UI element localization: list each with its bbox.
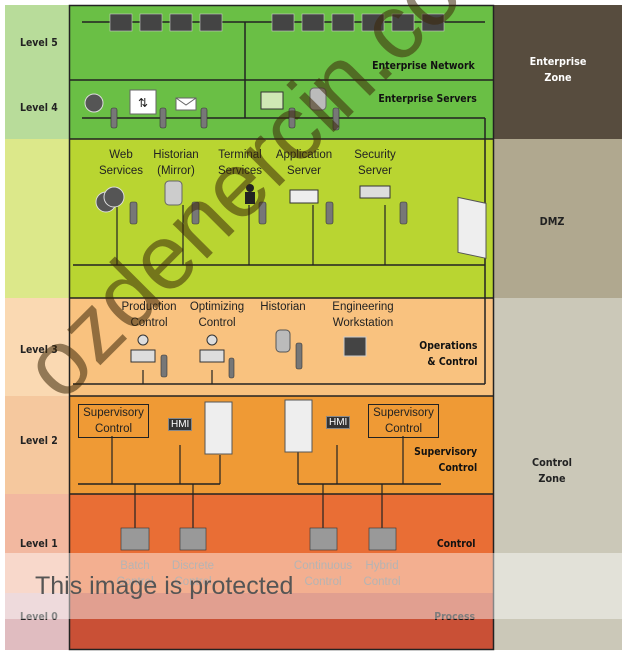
label-line: Control — [438, 461, 477, 474]
label-line: Control — [363, 576, 401, 588]
control-zone — [494, 298, 622, 650]
level-3-label: Level 3 — [20, 343, 58, 356]
level-4-label: Level 4 — [20, 101, 58, 114]
protection-overlay — [5, 553, 622, 619]
level-1-label: Level 1 — [20, 537, 58, 550]
historian-mirror-label: Historian (Mirror) — [153, 147, 198, 179]
operations-device-icons — [130, 329, 367, 363]
label-line: Control — [304, 576, 342, 588]
level-2-label: Level 2 — [20, 434, 58, 447]
controller-icons — [120, 527, 397, 551]
dmz-band — [69, 139, 494, 298]
level0-band — [69, 593, 494, 650]
level-column-l3 — [5, 298, 69, 396]
label-line: Hybrid — [365, 560, 399, 572]
label-line: Services — [217, 165, 263, 177]
process-label: Process — [434, 610, 475, 623]
label-line: Control — [130, 317, 168, 329]
label-line: Production — [121, 301, 177, 313]
dmz-device-icons — [95, 180, 487, 259]
connector-icons — [110, 107, 408, 379]
label-line: Server — [358, 165, 392, 177]
label-line: Control — [94, 423, 133, 435]
enterprise-servers-label: Enterprise Servers — [378, 92, 477, 105]
historian-label: Historian — [260, 301, 306, 313]
label-line: Terminal — [218, 149, 262, 161]
level-5-label: Level 5 — [20, 36, 58, 49]
label-line: Historian — [153, 149, 199, 161]
label-line: Control — [384, 423, 423, 435]
control-label: Control — [436, 537, 475, 550]
level2-band — [69, 396, 494, 494]
label-line: Server — [287, 165, 321, 177]
protected-notice: This image is protected — [35, 572, 294, 600]
label-line: Batch — [120, 560, 150, 572]
dmz-zone — [494, 139, 622, 298]
label-line: Security — [354, 149, 396, 161]
label-line: Workstation — [332, 317, 394, 329]
workstation-icons — [109, 13, 445, 32]
label-line: Application — [275, 149, 333, 161]
operations-control-label: Operations & Control — [419, 338, 477, 370]
label-line: Optimizing — [189, 301, 245, 313]
label-line: Control — [174, 576, 212, 588]
level-column-l1 — [5, 494, 69, 593]
svg-text:⇅: ⇅ — [138, 96, 148, 110]
label-line: Operations — [418, 339, 477, 352]
label-line: Web — [109, 149, 133, 161]
enterprise-network-label: Enterprise Network — [372, 59, 475, 72]
label-line: Supervisory — [413, 445, 477, 458]
level-column-dmz — [5, 139, 69, 298]
label-line: Control — [116, 576, 154, 588]
label-line: Engineering — [332, 301, 394, 313]
level-column-l2 — [5, 396, 69, 494]
label-line: Supervisory — [373, 407, 434, 419]
label-line: Control — [198, 317, 236, 329]
zone-line: Zone — [544, 71, 572, 84]
label-line: Discrete — [171, 560, 215, 572]
label-line: Supervisory — [83, 407, 144, 419]
level-column-l0 — [5, 593, 69, 650]
level-column-enterprise — [5, 5, 69, 139]
label-line: Services — [98, 165, 144, 177]
level-0-label: Level 0 — [20, 610, 58, 623]
dmz-zone-label: DMZ — [539, 215, 565, 228]
zone-line: Control — [531, 456, 573, 469]
enterprise-server-icons: ⇅ — [84, 87, 327, 115]
zone-line: Enterprise — [529, 55, 587, 68]
label-line: Continuous — [293, 560, 353, 572]
hmi-right: HMI — [326, 416, 351, 429]
firewall-icons — [204, 399, 313, 455]
enterprise-zone — [494, 5, 622, 139]
label-line: & Control — [426, 355, 477, 368]
zone-line: Zone — [538, 472, 566, 485]
label-line: (Mirror) — [157, 165, 195, 177]
hmi-left: HMI — [168, 418, 193, 431]
